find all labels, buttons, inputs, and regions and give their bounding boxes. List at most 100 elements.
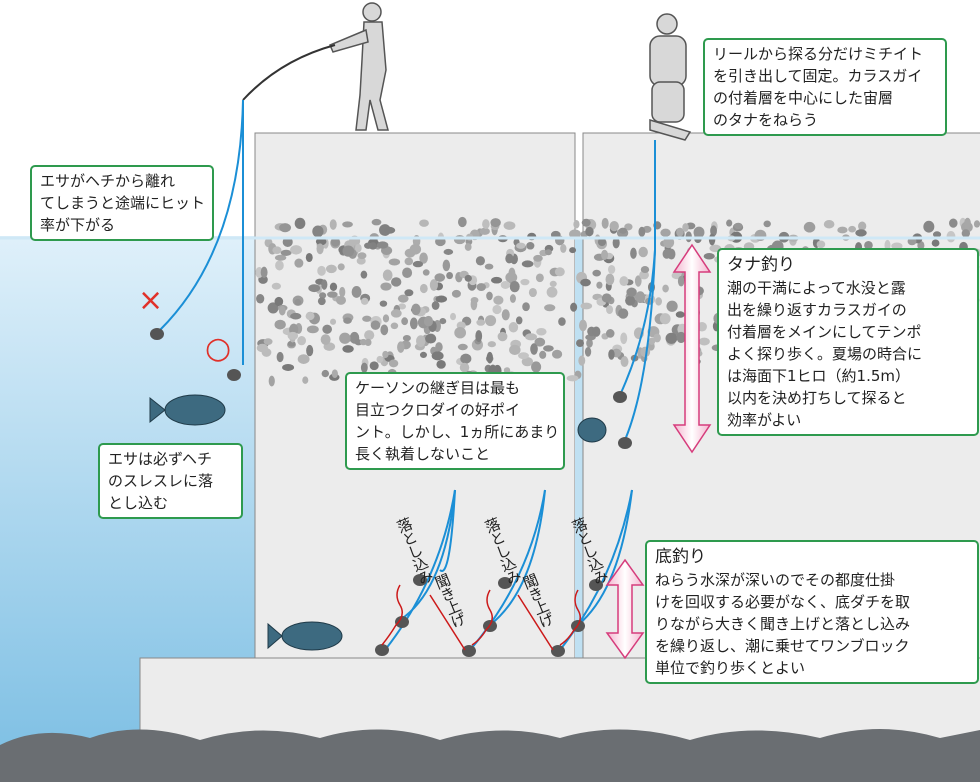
mussel-shell	[287, 331, 299, 340]
mussel-shell	[816, 240, 826, 249]
mussel-shell	[475, 330, 483, 342]
mussel-shell	[404, 289, 414, 297]
note-line: 率が下がる	[40, 216, 116, 234]
mussel-shell	[390, 309, 402, 318]
mussel-shell	[677, 275, 685, 287]
mussel-shell	[601, 293, 612, 303]
mussel-shell	[546, 286, 558, 298]
mussel-shell	[573, 219, 580, 229]
mussel-shell	[409, 243, 422, 255]
mussel-shell	[509, 294, 516, 303]
note-reel: リールから探る分だけミチイト を引き出して固定。カラスガイ の付着層を中心にした…	[703, 38, 947, 136]
mussel-shell	[676, 227, 684, 237]
mussel-shell	[369, 361, 379, 371]
sinkers	[150, 328, 632, 657]
mussel-shell	[282, 364, 295, 371]
mussel-shell	[486, 291, 493, 301]
mussel-shell	[544, 304, 556, 312]
mussel-shell	[531, 361, 542, 373]
mussel-shell	[402, 267, 413, 279]
mussel-shell	[518, 352, 529, 360]
mussel-shell	[606, 329, 615, 338]
mussel-shell	[551, 349, 563, 359]
mussel-shell	[479, 227, 490, 235]
mussel-shell	[505, 253, 514, 264]
mussel-shell	[543, 345, 554, 352]
bottom-range-arrow	[605, 558, 645, 660]
note-line: リールから探る分だけミチイト	[713, 45, 924, 63]
mussel-shell	[917, 240, 925, 251]
mussel-shell	[271, 282, 281, 290]
mussel-shell	[596, 281, 603, 289]
angler-figure	[329, 2, 389, 131]
mussel-shell	[923, 220, 935, 233]
mussel-shell	[453, 235, 466, 245]
mussel-shell	[549, 280, 557, 287]
mussel-shell	[268, 375, 275, 387]
mussel-shell	[490, 276, 503, 284]
mussel-shell	[379, 300, 388, 307]
mussel-shell	[569, 247, 577, 254]
mussel-shell	[484, 263, 494, 270]
mussel-shell	[354, 243, 362, 253]
mussel-shell	[290, 245, 303, 255]
mussel-shell	[665, 332, 678, 344]
mussel-shell	[294, 258, 304, 268]
note-line: とし込む	[108, 494, 169, 512]
mussel-shell	[435, 342, 443, 352]
mussel-shell	[419, 252, 428, 264]
mussel-shell	[320, 334, 331, 345]
mussel-shell	[364, 242, 373, 249]
note-tana-fishing: タナ釣り 潮の干満によって水没と露 出を繰り返すカラスガイの 付着層をメインにし…	[717, 248, 979, 436]
mussel-shell	[592, 269, 601, 277]
mussel-shell	[486, 351, 493, 364]
mussel-shell	[726, 219, 733, 227]
mussel-shell	[763, 220, 771, 228]
mussel-shell	[305, 312, 315, 321]
mussel-shell	[470, 298, 478, 311]
mussel-shell	[409, 317, 418, 330]
mussel-shell	[698, 337, 710, 346]
mussel-shell	[362, 315, 372, 322]
mussel-shell	[521, 260, 534, 268]
fishing-rod	[242, 44, 336, 101]
mussel-shell	[388, 359, 399, 368]
mussel-shell	[891, 242, 903, 250]
mussel-shell	[380, 282, 392, 291]
mussel-shell	[492, 304, 502, 315]
mussel-shell	[569, 229, 581, 239]
mussel-shell	[525, 333, 538, 341]
note-line: 効率がよい	[727, 411, 802, 429]
note-title: 底釣り	[655, 547, 706, 567]
mussel-shell	[592, 326, 601, 337]
mussel-shell	[693, 226, 705, 239]
mussel-shell	[274, 319, 286, 330]
mussel-shell	[397, 294, 409, 303]
mussel-shell	[329, 318, 337, 325]
note-close-wall: エサは必ずヘチ のスレスレに落 とし込む	[98, 443, 243, 519]
mussel-shell	[446, 271, 454, 280]
mussel-shell	[554, 267, 565, 277]
mussel-shell	[351, 286, 362, 298]
mussel-shell	[558, 317, 566, 326]
mussel-shell	[376, 241, 389, 249]
mussel-shell	[302, 376, 309, 384]
mussel-shell	[390, 322, 399, 330]
mussel-shell	[464, 274, 472, 282]
mussel-shell	[436, 360, 446, 369]
mussel-shell	[509, 280, 520, 293]
mussel-shell	[580, 278, 591, 287]
mussel-shell	[342, 345, 354, 353]
mussel-shell	[578, 355, 586, 366]
mussel-shell	[442, 259, 451, 272]
mussel-shell	[322, 324, 332, 334]
mussel-shell	[823, 219, 835, 229]
note-bottom-fishing: 底釣り ねらう水深が深いのでその都度仕掛 けを回収する必要がなく、底ダチを取 り…	[645, 540, 979, 684]
mussel-shell	[487, 341, 496, 348]
mussel-shell	[620, 356, 629, 368]
tana-range-arrow	[672, 243, 712, 454]
mussel-shell	[521, 357, 534, 367]
mussel-shell	[256, 343, 268, 353]
mussel-shell	[325, 264, 337, 274]
mussel-shell	[653, 333, 661, 343]
